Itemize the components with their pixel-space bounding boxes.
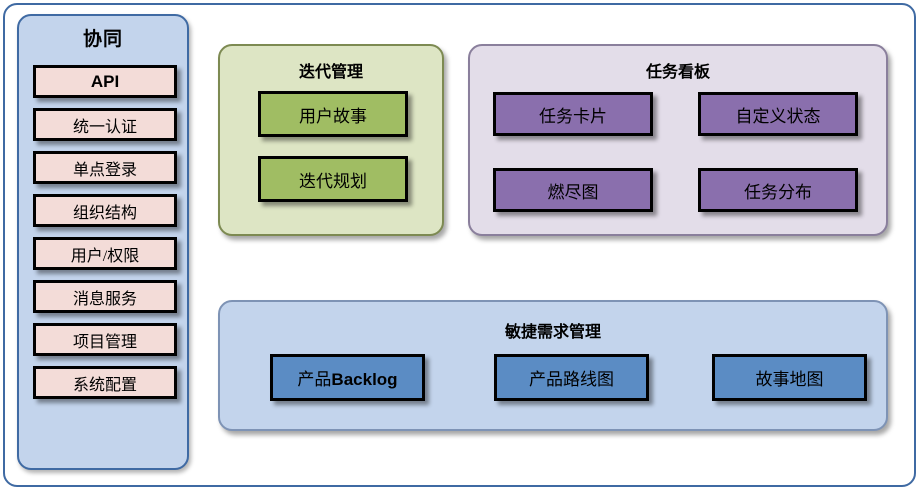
node-iteration-plan[interactable]: 迭代规划 [258, 156, 408, 202]
panel-task-board-title: 任务看板 [645, 64, 710, 81]
panel-agile-requirements-title: 敏捷需求管理 [504, 324, 601, 341]
node-system-config[interactable]: 系统配置 [33, 366, 177, 399]
node-iteration-plan-label: 迭代规划 [299, 171, 367, 191]
node-task-distribution[interactable]: 任务分布 [698, 168, 858, 212]
node-product-roadmap-label: 产品路线图 [529, 370, 614, 389]
node-task-card[interactable]: 任务卡片 [493, 92, 653, 136]
node-single-sign-on-label: 单点登录 [72, 161, 137, 179]
node-unified-auth[interactable]: 统一认证 [33, 108, 177, 141]
panel-task-board[interactable]: 任务看板 任务卡片 自定义状态 燃尽图 任务分布 [468, 44, 888, 236]
collaboration-node-list: API 统一认证 单点登录 组织结构 用户/权限 消息服务 项目管理 系统配置 [33, 65, 177, 409]
node-burndown-chart[interactable]: 燃尽图 [493, 168, 653, 212]
node-product-backlog-label: 产品Backlog [297, 370, 398, 389]
node-user-story-label: 用户故事 [299, 106, 367, 126]
panel-iteration-management[interactable]: 迭代管理 用户故事 迭代规划 [218, 44, 444, 236]
node-org-structure-label: 组织结构 [72, 204, 137, 222]
node-user-permission[interactable]: 用户/权限 [33, 237, 177, 270]
node-api-label: API [90, 71, 120, 91]
panel-collaboration-title: 协同 [82, 29, 123, 50]
node-story-map[interactable]: 故事地图 [712, 354, 867, 401]
node-burndown-chart-label: 燃尽图 [547, 182, 599, 202]
node-task-card-label: 任务卡片 [539, 106, 607, 126]
node-project-management-label: 项目管理 [72, 333, 137, 351]
node-system-config-label: 系统配置 [72, 376, 137, 394]
node-task-distribution-label: 任务分布 [744, 182, 812, 202]
node-single-sign-on[interactable]: 单点登录 [33, 151, 177, 184]
node-api[interactable]: API [33, 65, 177, 98]
node-custom-status[interactable]: 自定义状态 [698, 92, 858, 136]
node-custom-status-label: 自定义状态 [735, 106, 821, 126]
node-project-management[interactable]: 项目管理 [33, 323, 177, 356]
node-product-roadmap[interactable]: 产品路线图 [494, 354, 649, 401]
node-product-backlog[interactable]: 产品Backlog [270, 354, 425, 401]
panel-collaboration[interactable]: 协同 API 统一认证 单点登录 组织结构 用户/权限 消息服务 项目管理 [17, 14, 189, 470]
node-unified-auth-label: 统一认证 [72, 118, 137, 136]
panel-agile-requirements[interactable]: 敏捷需求管理 产品Backlog 产品路线图 故事地图 [218, 300, 888, 431]
panel-iteration-management-title: 迭代管理 [298, 64, 363, 81]
node-user-permission-label: 用户/权限 [70, 247, 140, 265]
node-story-map-label: 故事地图 [755, 370, 824, 389]
node-org-structure[interactable]: 组织结构 [33, 194, 177, 227]
node-user-story[interactable]: 用户故事 [258, 91, 408, 137]
node-message-service[interactable]: 消息服务 [33, 280, 177, 313]
node-message-service-label: 消息服务 [72, 290, 137, 308]
